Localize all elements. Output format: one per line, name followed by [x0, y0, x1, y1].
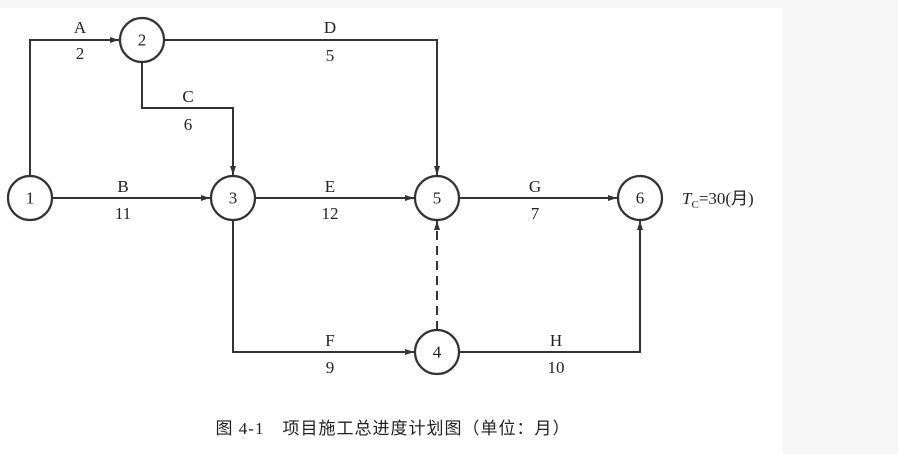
- activity-B-name: B: [117, 177, 128, 196]
- node-5: [413, 174, 461, 222]
- edge-A: [29, 37, 119, 176]
- diagram-canvas: [0, 8, 783, 454]
- activity-B-duration: 11: [115, 204, 131, 223]
- activity-C-name: C: [182, 87, 193, 106]
- node-1-label: 1: [26, 189, 35, 208]
- edge-C: [141, 62, 236, 175]
- node-3-label: 3: [229, 189, 238, 208]
- node-1: [6, 174, 54, 222]
- activity-D-duration: 5: [326, 46, 335, 65]
- figure-caption: 图 4-1 项目施工总进度计划图（单位：月）: [216, 419, 571, 438]
- activity-E-duration: 12: [322, 204, 339, 223]
- activity-F-duration: 9: [326, 358, 335, 377]
- total-duration-value: =30(月): [699, 189, 754, 208]
- node-6: [616, 174, 664, 222]
- node-3: [209, 174, 257, 222]
- edge-D: [164, 39, 440, 175]
- activity-A-name: A: [74, 18, 87, 37]
- node-4-label: 4: [433, 343, 442, 362]
- activity-D-name: D: [324, 18, 336, 37]
- node-2: [118, 16, 166, 64]
- edge-F: [232, 220, 414, 355]
- activity-H-name: H: [550, 331, 562, 350]
- total-duration-symbol: T: [682, 189, 693, 208]
- activity-E-name: E: [325, 177, 335, 196]
- node-4: [413, 328, 461, 376]
- activity-H-duration: 10: [548, 358, 565, 377]
- activity-C-duration: 6: [184, 115, 193, 134]
- activity-G-name: G: [529, 177, 541, 196]
- node-5-label: 5: [433, 189, 442, 208]
- activity-F-name: F: [325, 331, 334, 350]
- activity-A-duration: 2: [76, 44, 85, 63]
- edge-H: [459, 221, 643, 353]
- node-6-label: 6: [636, 189, 645, 208]
- node-2-label: 2: [138, 31, 147, 50]
- total-duration: TC=30(月): [682, 189, 754, 211]
- total-duration-subscript: C: [691, 199, 698, 211]
- activity-G-duration: 7: [531, 204, 540, 223]
